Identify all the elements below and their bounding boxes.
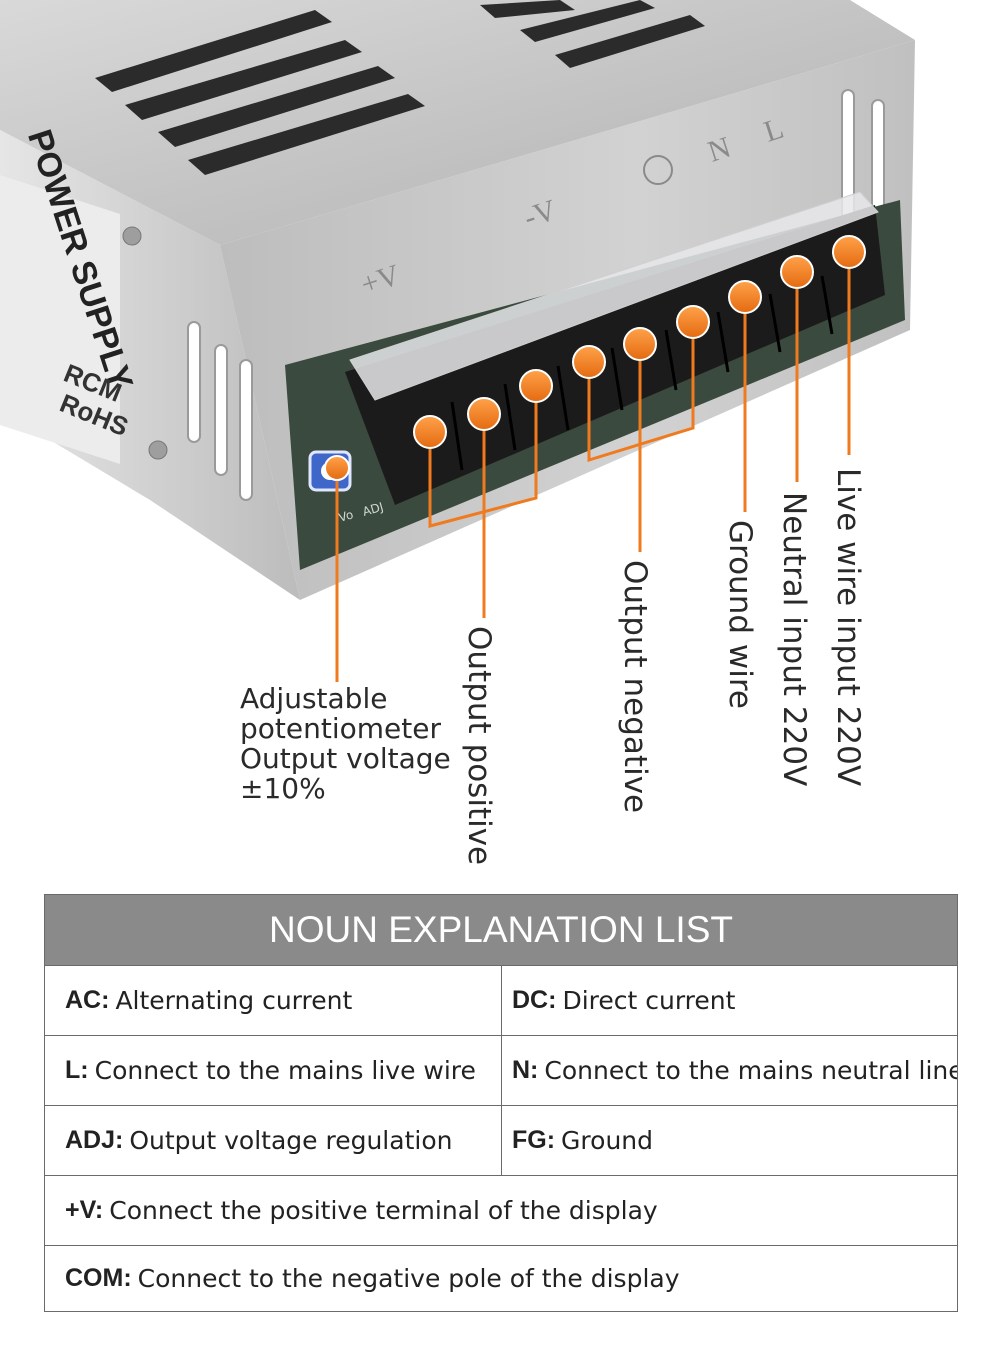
terminal-7 xyxy=(728,280,762,314)
leader-lines xyxy=(335,252,851,682)
term-desc: Output voltage regulation xyxy=(129,1126,453,1155)
vo-mark: Vo xyxy=(337,507,355,524)
terminal-5 xyxy=(623,327,657,361)
term-dc: DC: xyxy=(512,986,557,1014)
terminal-dividers xyxy=(450,275,834,471)
table-cell: FG:Ground xyxy=(501,1106,957,1175)
table-row: L:Connect to the mains live wire N:Conne… xyxy=(45,1036,957,1106)
terminal-1 xyxy=(413,415,447,449)
table-cell: AC:Alternating current xyxy=(45,966,501,1035)
terminal-cover xyxy=(349,191,879,401)
output-negative-callout: Output negative xyxy=(617,560,653,814)
screw-icon xyxy=(148,440,168,460)
table-cell: L:Connect to the mains live wire xyxy=(45,1036,501,1105)
term-fg: FG: xyxy=(512,1126,556,1154)
table-row: COM:Connect to the negative pole of the … xyxy=(45,1246,957,1311)
adj-mark: ADJ xyxy=(361,500,385,519)
ground-symbol-icon xyxy=(643,155,673,185)
neutral-input-callout: Neutral input 220V xyxy=(776,492,812,787)
table-row: AC:Alternating current DC:Direct current xyxy=(45,966,957,1036)
term-desc: Connect to the mains neutral line xyxy=(544,1056,957,1085)
noun-explanation-table: NOUN EXPLANATION LIST AC:Alternating cur… xyxy=(44,894,958,1312)
table-cell: N:Connect to the mains neutral line xyxy=(501,1036,957,1105)
terminal-6 xyxy=(676,305,710,339)
table-cell: +V:Connect the positive terminal of the … xyxy=(45,1176,957,1245)
case-top xyxy=(0,0,915,245)
callout-line: Adjustable xyxy=(240,682,388,715)
table-cell: DC:Direct current xyxy=(501,966,957,1035)
table-cell: ADJ:Output voltage regulation xyxy=(45,1106,501,1175)
term-plus-v: +V: xyxy=(65,1196,104,1224)
term-desc: Connect to the negative pole of the disp… xyxy=(137,1264,680,1293)
term-desc: Alternating current xyxy=(115,986,353,1015)
screw-icon xyxy=(122,226,142,246)
terminal-3 xyxy=(519,369,553,403)
term-desc: Ground xyxy=(561,1126,654,1155)
term-adj: ADJ: xyxy=(65,1126,124,1154)
table-cell: COM:Connect to the negative pole of the … xyxy=(45,1246,957,1311)
product-label xyxy=(0,175,120,464)
output-positive-callout: Output positive xyxy=(461,626,497,866)
table-row: +V:Connect the positive terminal of the … xyxy=(45,1176,957,1246)
potentiometer-callout: Adjustable potentiometer Output voltage … xyxy=(240,684,451,804)
term-desc: Connect the positive terminal of the dis… xyxy=(109,1196,658,1225)
term-desc: Direct current xyxy=(562,986,736,1015)
callout-line: ±10% xyxy=(240,772,326,805)
potentiometer-marker xyxy=(324,455,350,481)
table-row: ADJ:Output voltage regulation FG:Ground xyxy=(45,1106,957,1176)
terminal-4 xyxy=(572,345,606,379)
term-desc: Connect to the mains live wire xyxy=(94,1056,476,1085)
terminal-2 xyxy=(467,397,501,431)
term-n: N: xyxy=(512,1056,539,1084)
vent-slots xyxy=(95,0,705,175)
ground-wire-callout: Ground wire xyxy=(722,520,758,709)
terminal-8 xyxy=(780,255,814,289)
callout-line: potentiometer xyxy=(240,712,441,745)
side-slots xyxy=(187,89,885,501)
callout-line: Output voltage xyxy=(240,742,451,775)
screw-terminals xyxy=(413,235,866,449)
live-wire-callout: Live wire input 220V xyxy=(830,468,866,787)
term-l: L: xyxy=(65,1056,89,1084)
term-com: COM: xyxy=(65,1264,132,1292)
power-supply-illustration: POWER SUPPLY RCM RoHS +V -V N L Vo ADJ xyxy=(0,0,915,682)
table-title: NOUN EXPLANATION LIST xyxy=(45,895,957,966)
term-ac: AC: xyxy=(65,986,110,1014)
terminal-9 xyxy=(832,235,866,269)
